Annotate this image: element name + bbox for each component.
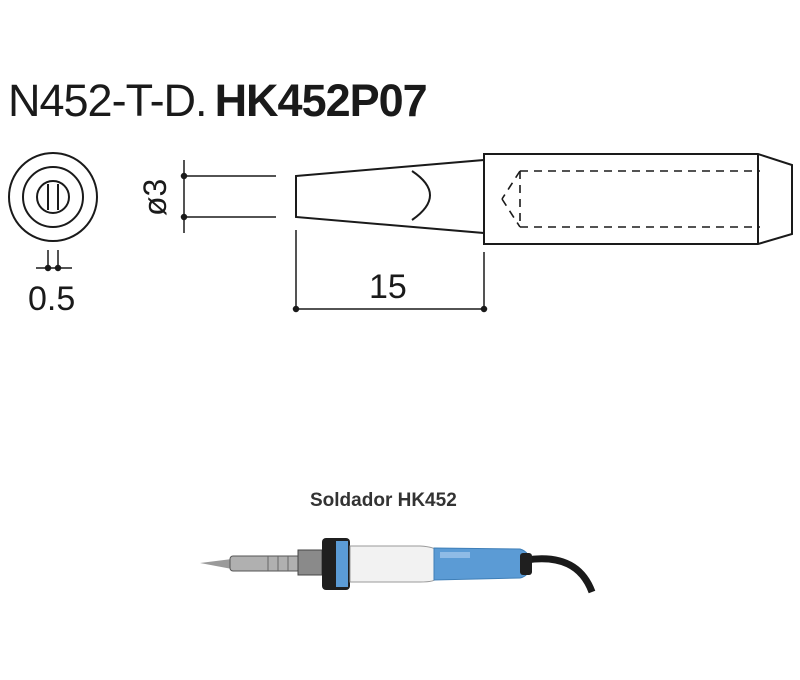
tip-side-view <box>295 153 793 245</box>
diameter-dimension <box>180 160 276 233</box>
length-label: 15 <box>369 268 407 306</box>
thickness-dimension <box>36 250 72 272</box>
diameter-label: ø3 <box>137 179 173 216</box>
tip-title: N452-T-D.HK452P07 <box>8 75 428 126</box>
iron-caption: Soldador HK452 <box>310 490 457 511</box>
tip-model-name: N452-T-D. <box>8 75 208 126</box>
soldering-iron-illustration <box>200 538 596 594</box>
tip-front-view <box>8 152 98 242</box>
thickness-label: 0.5 <box>28 280 75 318</box>
tip-part-code: HK452P07 <box>214 75 428 126</box>
length-dimension <box>292 230 488 313</box>
